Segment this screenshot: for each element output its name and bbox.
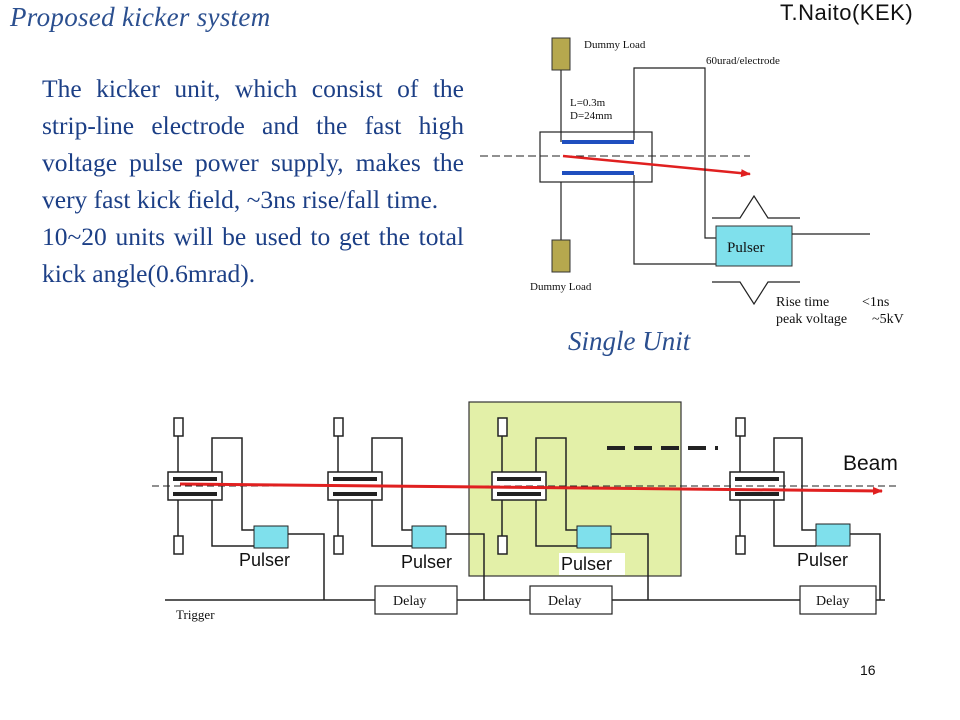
body-text: The kicker unit, which consist of the st… (42, 70, 464, 292)
dummy-load-3b (497, 535, 508, 555)
peak-voltage-label: peak voltage (776, 312, 847, 327)
kicker-unit-1: Pulser (167, 417, 325, 600)
kick-per-electrode-label: 60urad/electrode (706, 55, 780, 67)
paragraph-kicker-unit: The kicker unit, which consist of the st… (42, 74, 464, 214)
dummy-load-bottom (551, 239, 571, 273)
pulser-box-1 (253, 525, 289, 549)
electrode-chamber (539, 131, 653, 183)
delay-box-1 (374, 585, 458, 615)
delay-box-3 (799, 585, 877, 615)
delay-label-2: Delay (548, 594, 581, 609)
single-unit-diagram: Dummy Load L=0.3m D=24mm Dummy Load 60ur… (480, 37, 904, 327)
delay-label-1: Delay (393, 594, 426, 609)
dummy-load-2a (333, 417, 344, 437)
pulser-label-single: Pulser (727, 240, 765, 256)
strip-electrode-bottom (562, 171, 634, 175)
pulser-box-2 (411, 525, 447, 549)
page-number: 16 (860, 662, 876, 678)
negative-pulse-waveform (712, 281, 800, 306)
kicker-unit-2: Pulser (327, 417, 485, 600)
delay-box-2 (529, 585, 613, 615)
kicker-unit-4: Pulser (729, 417, 881, 600)
trigger-label: Trigger (176, 607, 215, 622)
pulser-box-4 (815, 523, 851, 547)
pulser-box-3 (576, 525, 612, 549)
positive-pulse-waveform (712, 194, 800, 219)
beam-label: Beam (843, 452, 898, 475)
pulser-label-3: Pulser (561, 554, 612, 574)
strip-electrode-top (562, 140, 634, 144)
delay-label-3: Delay (816, 594, 849, 609)
pulser-label-1: Pulser (239, 550, 290, 570)
dummy-load-4b (735, 535, 746, 555)
dummy-load-2b (333, 535, 344, 555)
dummy-load-1a (173, 417, 184, 437)
pulser-label-2: Pulser (401, 552, 452, 572)
dummy-load-1b (173, 535, 184, 555)
author-label: T.Naito(KEK) (780, 0, 914, 25)
rise-time-label: Rise time (776, 295, 829, 310)
dummy-load-4a (735, 417, 746, 437)
dummy-load-top-label: Dummy Load (584, 39, 646, 51)
diameter-label: D=24mm (570, 110, 613, 122)
peak-voltage-value: ~5kV (872, 312, 904, 327)
rise-time-value: <1ns (862, 295, 889, 310)
paragraph-units: 10~20 units will be used to get the tota… (42, 222, 464, 288)
dummy-load-3a (497, 417, 508, 437)
dummy-load-bottom-label: Dummy Load (530, 281, 592, 293)
beam-arrow-single (562, 154, 751, 178)
pulser-box-single (715, 225, 793, 267)
length-label: L=0.3m (570, 97, 606, 109)
slide-title: Proposed kicker system (10, 2, 271, 32)
multi-unit-diagram: Trigger Pulser Pulser (152, 401, 900, 622)
single-unit-caption: Single Unit (568, 326, 691, 356)
beam-arrow (179, 482, 883, 495)
pulser-label-4: Pulser (797, 550, 848, 570)
dummy-load-top (551, 37, 571, 71)
